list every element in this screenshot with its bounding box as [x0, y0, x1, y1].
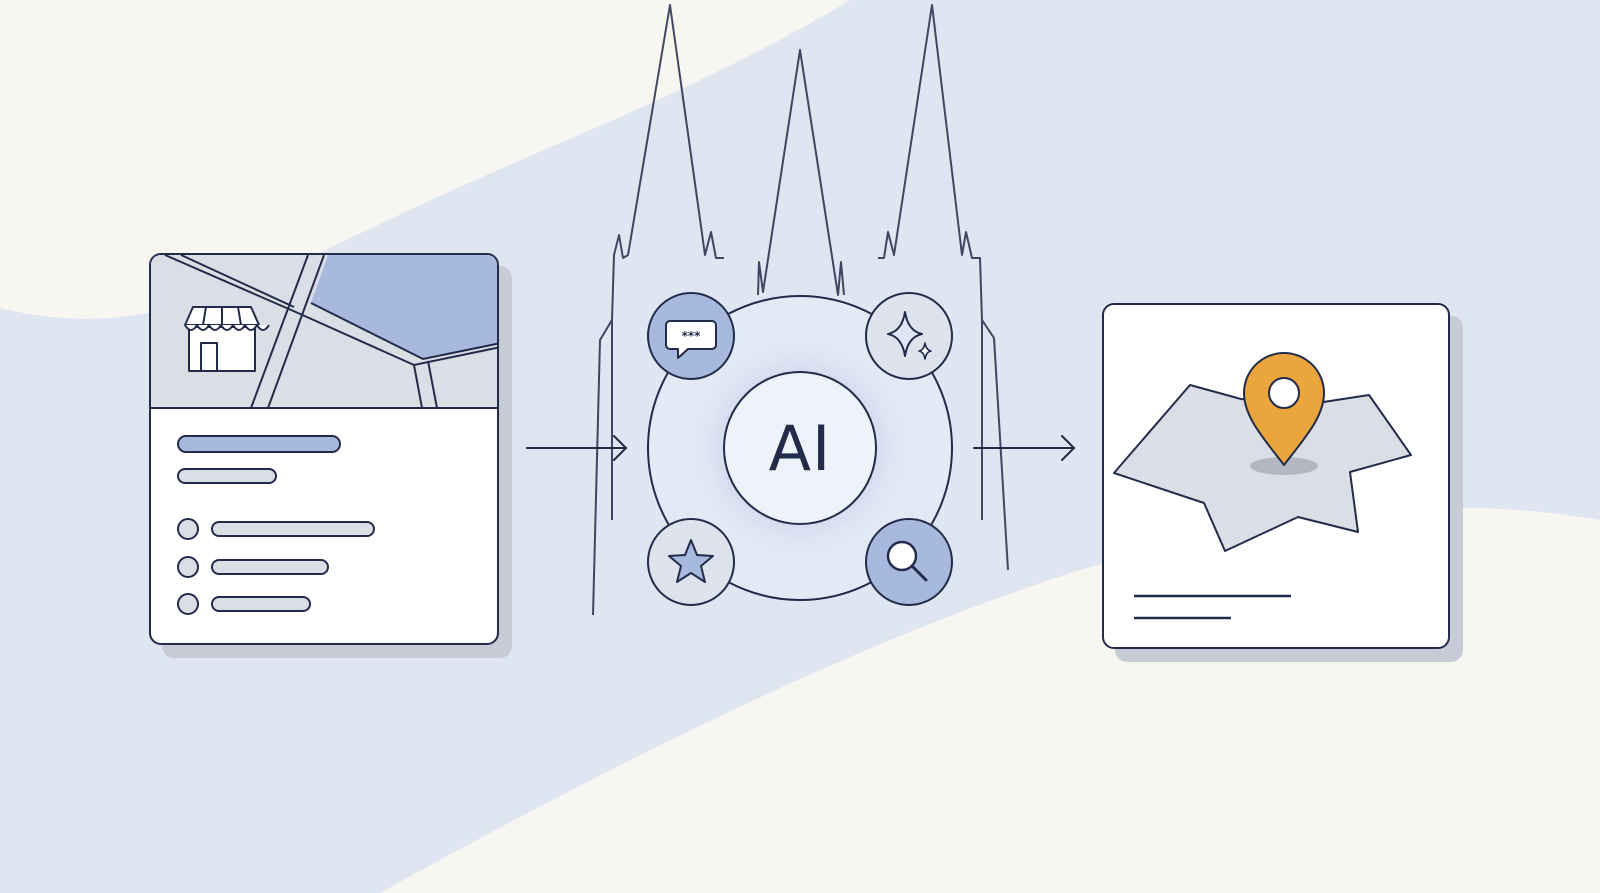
list-bar: [211, 559, 329, 575]
arrow-out-icon: [973, 435, 1076, 461]
title-bar: [177, 435, 341, 453]
ai-core: [723, 371, 877, 525]
bullet-dot: [177, 518, 199, 540]
arrow-in-icon: [526, 435, 628, 461]
list-bar: [211, 596, 311, 612]
sparkle-icon: [865, 292, 953, 380]
star-icon: [647, 518, 735, 606]
business-listing-card: [149, 253, 499, 645]
chat-bubble-icon: ***: [647, 292, 735, 380]
map-result-card: [1102, 303, 1450, 649]
location-pin-icon: [1243, 352, 1325, 466]
list-bar: [211, 521, 375, 537]
ai-label: AI: [768, 411, 832, 485]
subtitle-bar: [177, 468, 277, 484]
search-icon: [865, 518, 953, 606]
cathedral-spires: [592, 4, 1009, 616]
bullet-dot: [177, 593, 199, 615]
store-icon: [184, 306, 270, 372]
pin-shadow: [1250, 457, 1318, 475]
svg-text:***: ***: [682, 329, 702, 343]
bullet-dot: [177, 556, 199, 578]
